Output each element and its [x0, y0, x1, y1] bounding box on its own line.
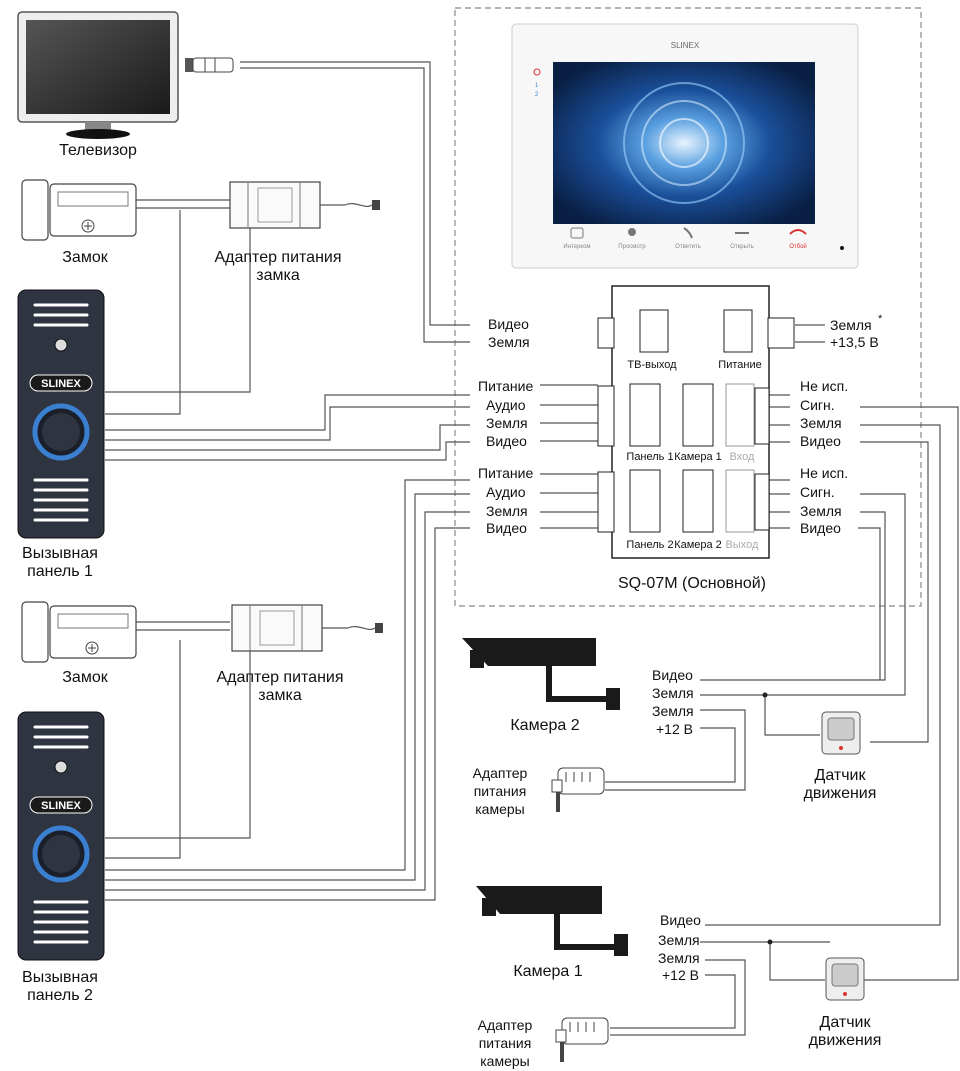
- camera-adapter-1-line1: Адаптер: [478, 1017, 533, 1033]
- wire-label-ground-p2: Земля: [486, 503, 528, 519]
- connector-panel-1: Панель 1: [626, 451, 673, 463]
- wire-label-video-p1: Видео: [486, 433, 527, 449]
- call-panel-1: SLINEX: [17, 289, 105, 539]
- wire-label-audio-p2: Аудио: [486, 484, 526, 500]
- wire-label-not-used-out: Не исп.: [800, 465, 848, 481]
- wire-label-not-used-in: Не исп.: [800, 378, 848, 394]
- monitor-button-open[interactable]: Открыть: [730, 244, 754, 250]
- monitor-device: SLINEX 1 2 Интерком Просмотр Ответить От…: [511, 23, 859, 269]
- panel-2-label-line2: панель 2: [27, 987, 93, 1004]
- camera-2: [462, 638, 620, 710]
- camera-adapter-2-line3: камеры: [475, 801, 524, 817]
- camera-adapter-1: [555, 1017, 609, 1062]
- panel-2-label-line1: Вызывная: [22, 969, 98, 986]
- wire-label-power-p2: Питание: [478, 465, 533, 481]
- monitor-led-2: 2: [535, 92, 539, 98]
- panel-2-brand: SLINEX: [41, 800, 81, 812]
- wire-label-signal-out: Сигн.: [800, 484, 835, 500]
- camera-adapter-2: [551, 767, 605, 812]
- cam2-label-ground-1: Земля: [652, 685, 694, 701]
- lock-1-label: Замок: [62, 249, 108, 266]
- cam2-label-video: Видео: [652, 667, 693, 683]
- camera-1-label: Камера 1: [513, 963, 582, 980]
- camera-adapter-1-line2: питания: [479, 1035, 532, 1051]
- wire-label-video-out: Видео: [800, 520, 841, 536]
- left-wire-labels: Видео Земля Питание Аудио Земля Видео Пи…: [478, 316, 533, 536]
- wire-label-ground-out: Земля: [800, 503, 842, 519]
- connector-camera-1: Камера 1: [674, 451, 722, 463]
- cam1-label-ground-2: Земля: [658, 950, 700, 966]
- lock-adapter-1-label-line1: Адаптер питания: [214, 249, 341, 266]
- monitor-brand: SLINEX: [671, 41, 700, 50]
- lock-adapter-2: [231, 604, 383, 652]
- camera-adapter-1-line3: камеры: [480, 1053, 529, 1069]
- monitor-button-view[interactable]: Просмотр: [618, 244, 646, 250]
- wire-label-video-in: Видео: [800, 433, 841, 449]
- right-wire-labels: Земля * +13,5 В Не исп. Сигн. Земля Виде…: [800, 313, 883, 536]
- panel-1-label-line1: Вызывная: [22, 545, 98, 562]
- monitor-model-label: SQ-07M (Основной): [618, 575, 766, 592]
- camera-2-label: Камера 2: [510, 717, 579, 734]
- cam2-label-ground-2: Земля: [652, 703, 694, 719]
- wire-label-video-p2: Видео: [486, 520, 527, 536]
- wires: [105, 61, 959, 1036]
- wire-label-audio-p1: Аудио: [486, 397, 526, 413]
- wire-label-power-p1: Питание: [478, 378, 533, 394]
- tv-label: Телевизор: [59, 142, 137, 159]
- lock-1: [21, 179, 137, 241]
- lock-adapter-1: [229, 181, 380, 229]
- wire-label-signal-in: Сигн.: [800, 397, 835, 413]
- cam2-label-12v: +12 В: [656, 721, 693, 737]
- wire-label-135v: +13,5 В: [830, 334, 879, 350]
- connector-tv-out: ТВ-выход: [627, 359, 677, 371]
- wire-label-ground-power: Земля: [830, 317, 872, 333]
- connector-power: Питание: [718, 359, 761, 371]
- wire-label-star: *: [878, 313, 883, 325]
- camera-1-wire-labels: Видео Земля Земля +12 В: [658, 912, 701, 983]
- lock-2-label: Замок: [62, 669, 108, 686]
- monitor-button-answer[interactable]: Ответить: [675, 244, 701, 250]
- motion-sensor-lower-label-line2: движения: [809, 1032, 882, 1049]
- cam1-label-ground-1: Земля: [658, 932, 700, 948]
- motion-sensor-upper: [821, 711, 861, 755]
- panel-1-label-line2: панель 1: [27, 563, 93, 580]
- junction-dot: [762, 692, 768, 698]
- camera-1: [476, 886, 628, 956]
- junction-dot-2: [767, 939, 773, 945]
- connector-output: Выход: [726, 539, 759, 551]
- connector-panel-2: Панель 2: [626, 539, 673, 551]
- wire-label-ground-p1: Земля: [486, 415, 528, 431]
- lock-adapter-2-label-line2: замка: [258, 687, 302, 704]
- monitor-boundary: [454, 7, 922, 607]
- monitor-led-1: 1: [535, 83, 539, 89]
- cam1-label-video: Видео: [660, 912, 701, 928]
- lock-adapter-1-label-line2: замка: [256, 267, 300, 284]
- camera-2-wire-labels: Видео Земля Земля +12 В: [652, 667, 694, 737]
- wire-label-ground-in: Земля: [800, 415, 842, 431]
- motion-sensor-upper-label-line2: движения: [804, 785, 877, 802]
- motion-sensor-upper-label-line1: Датчик: [815, 767, 867, 784]
- connector-input: Вход: [730, 451, 755, 463]
- motion-sensor-lower-label-line1: Датчик: [820, 1014, 872, 1031]
- monitor-button-intercom[interactable]: Интерком: [563, 244, 590, 250]
- connector-camera-2: Камера 2: [674, 539, 722, 551]
- lock-adapter-2-label-line1: Адаптер питания: [216, 669, 343, 686]
- tv: [17, 11, 234, 139]
- wire-label-ground-tv: Земля: [488, 334, 530, 350]
- motion-sensor-lower: [825, 957, 865, 1001]
- camera-adapter-2-line1: Адаптер: [473, 765, 528, 781]
- wire-label-video-tv: Видео: [488, 316, 529, 332]
- cam1-label-12v: +12 В: [662, 967, 699, 983]
- monitor-button-hangup[interactable]: Отбой: [789, 243, 807, 250]
- call-panel-2: SLINEX: [17, 711, 105, 961]
- monitor-back: [597, 285, 795, 559]
- camera-adapter-2-line2: питания: [474, 783, 527, 799]
- panel-1-brand: SLINEX: [41, 378, 81, 390]
- lock-2: [21, 601, 137, 663]
